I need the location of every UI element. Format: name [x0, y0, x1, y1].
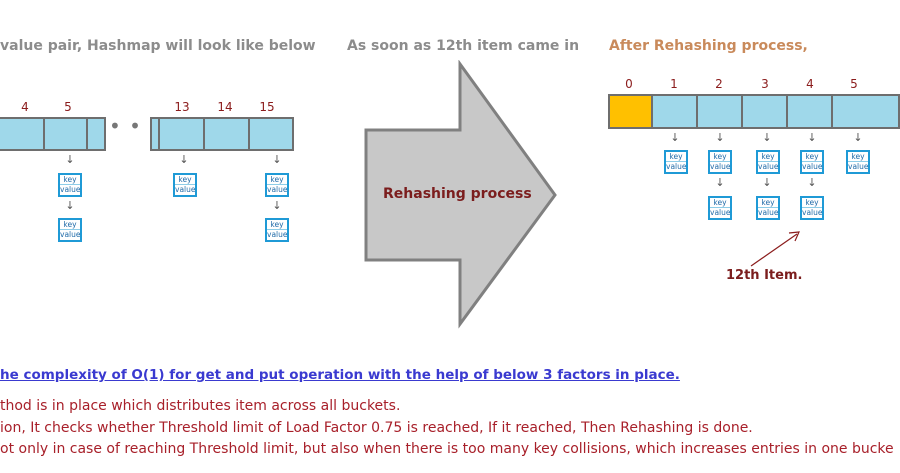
bucket-cell-1 [651, 94, 698, 129]
annotation-pointer-arrow-icon [750, 231, 800, 267]
factor-line-1: thod is in place which distributes item … [0, 398, 401, 414]
bucket-cell-partial [86, 117, 106, 151]
left-heading: value pair, Hashmap will look like below [0, 38, 316, 54]
bucket-index-3: 3 [761, 77, 769, 91]
factor-line-2: ion, It checks whether Threshold limit o… [0, 420, 753, 436]
down-arrow-icon: ↓ [762, 131, 772, 144]
factor-line-3: ot only in case of reaching Threshold li… [0, 441, 894, 457]
bucket-cell-5 [43, 117, 88, 151]
complexity-summary: he complexity of O(1) for get and put op… [0, 367, 680, 383]
down-arrow-icon: ↓ [762, 176, 772, 189]
right-heading: After Rehashing process, [609, 38, 808, 54]
bucket-index-0: 0 [625, 77, 633, 91]
down-arrow-icon: ↓ [272, 199, 282, 212]
bucket-index-4: 4 [21, 100, 29, 114]
down-arrow-icon: ↓ [65, 153, 75, 166]
bucket-cell-0 [608, 94, 653, 129]
bucket-cell-5 [831, 94, 900, 129]
bucket-index-2: 2 [715, 77, 723, 91]
bucket-index-4: 4 [806, 77, 814, 91]
bucket-cell-15 [248, 117, 294, 151]
down-arrow-icon: ↓ [807, 176, 817, 189]
down-arrow-icon: ↓ [715, 131, 725, 144]
bucket-index-1: 1 [670, 77, 678, 91]
down-arrow-icon: ↓ [65, 199, 75, 212]
bucket-index-5: 5 [850, 77, 858, 91]
down-arrow-icon: ↓ [670, 131, 680, 144]
down-arrow-icon: ↓ [272, 153, 282, 166]
down-arrow-icon: ↓ [179, 153, 189, 166]
down-arrow-icon: ↓ [715, 176, 725, 189]
down-arrow-icon: ↓ [853, 131, 863, 144]
rehashing-process-label: Rehashing process [383, 186, 532, 202]
bucket-cell-14 [203, 117, 250, 151]
bucket-cell-4 [0, 117, 45, 151]
bucket-index-15: 15 [259, 100, 275, 114]
bucket-index-13: 13 [174, 100, 190, 114]
bucket-cell-13 [158, 117, 205, 151]
bucket-cell-3 [741, 94, 788, 129]
middle-heading: As soon as 12th item came in [347, 38, 580, 54]
bucket-index-14: 14 [217, 100, 233, 114]
bucket-cell-4 [786, 94, 833, 129]
big-right-arrow-icon [364, 60, 557, 329]
down-arrow-icon: ↓ [807, 131, 817, 144]
bucket-index-5: 5 [64, 100, 72, 114]
bucket-cell-2 [696, 94, 743, 129]
twelfth-item-annotation: 12th Item. [726, 268, 803, 283]
